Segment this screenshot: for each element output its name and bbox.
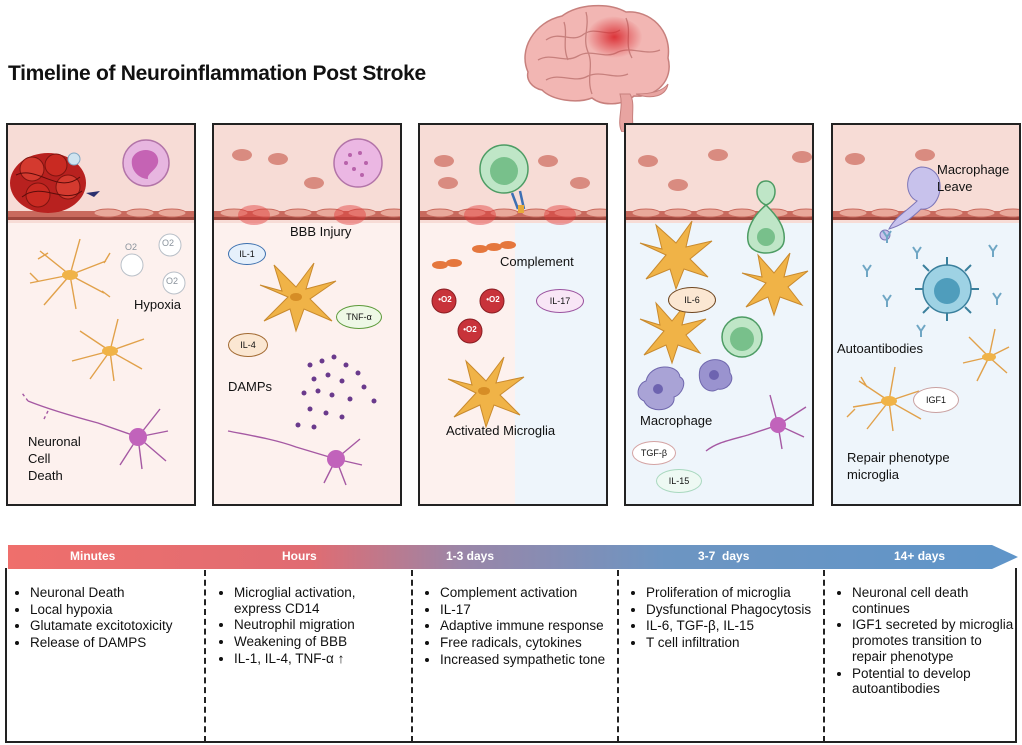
radical-label: •O2 [463,325,477,334]
neuron-icon [227,430,363,486]
summary-column-minutes: Neuronal Death Local hypoxia Glutamate e… [12,585,198,652]
panel-14-plus-days: Macrophage Leave Autoantibodies IGF1 Rep… [831,123,1021,506]
b-cell-icon [915,257,979,321]
summary-item: IL-1, IL-4, TNF-α ↑ [234,651,404,667]
summary-box [5,568,1017,743]
il6-badge: IL-6 [668,287,716,313]
igf1-badge: IGF1 [913,387,959,413]
summary-column-14-plus-days: Neuronal cell death continues IGF1 secre… [834,585,1014,698]
summary-item: Increased sympathetic tone [440,652,612,668]
panel-3-7-days: IL-6 TGF-β IL-15 Macrophage [624,123,814,506]
o2-label: O2 [125,242,138,252]
summary-item: Weakening of BBB [234,634,404,650]
bbb-injury-label: BBB Injury [290,224,352,239]
dying-neuron-icon [21,392,169,470]
neuron-icon [705,394,807,452]
summary-item: Potential to develop autoantibodies [852,666,1014,697]
cell-label: Cell [28,451,51,466]
free-radical-icon [431,288,505,344]
summary-item: IL-17 [440,602,612,618]
summary-column-hours: Microglial activation, express CD14 Neut… [216,585,404,668]
summary-item: T cell infiltration [646,635,818,651]
resting-microglia-icon [29,238,145,382]
neutrophil-icon [122,139,170,187]
column-divider [823,570,825,742]
il15-badge: IL-15 [656,469,702,493]
activated-microglia-icon [447,356,525,429]
summary-item: Neuronal Death [30,585,198,601]
neuronal-label: Neuronal [28,434,81,449]
damps-label: DAMPs [228,379,273,394]
summary-item: IL-6, TGF-β, IL-15 [646,618,818,634]
timeline-minutes: Minutes [70,549,116,563]
t-cell-infiltrating-icon [746,180,785,254]
activated-microglia-label: Activated Microglia [446,423,556,438]
complement-icon [432,241,516,269]
column-divider [204,570,206,742]
neutrophil-icon [333,138,383,188]
autoantibodies-label: Autoantibodies [837,341,924,356]
o2-label: O2 [166,276,179,286]
summary-item: Release of DAMPS [30,635,198,651]
tnf-badge: TNF-α [336,305,382,329]
summary-item: Neuronal cell death continues [852,585,1014,616]
macrophage-label: Macrophage [640,413,713,428]
summary-column-3-7-days: Proliferation of microglia Dysfunctional… [628,585,818,652]
summary-item: Free radicals, cytokines [440,635,612,651]
summary-item: Complement activation [440,585,612,601]
summary-item: Proliferation of microglia [646,585,818,601]
summary-item: IGF1 secreted by microglia promotes tran… [852,617,1014,664]
il17-badge: IL-17 [536,289,584,313]
figure-title: Timeline of Neuroinflammation Post Strok… [8,62,426,85]
summary-item: Microglial activation, express CD14 [234,585,404,616]
summary-column-1-3-days: Complement activation IL-17 Adaptive imm… [422,585,612,669]
panel-hours: IL-1 TNF-α IL-4 BBB Injury DAMPs [212,123,402,506]
timeline-1-3-days: 1-3 days [446,549,495,563]
timeline-arrow [8,545,1018,569]
o2-label: O2 [162,238,175,248]
macrophage-leave-label-1: Macrophage [937,162,1010,177]
summary-item: Glutamate excitotoxicity [30,618,198,634]
radical-label: •O2 [486,295,500,304]
timeline-3-7-days: 3-7 days [698,549,750,563]
t-cell-icon [479,144,529,194]
timeline-hours: Hours [282,549,317,563]
tgf-badge: TGF-β [632,441,676,465]
macrophage-icon [637,359,733,411]
activated-microglia-icon [639,220,809,365]
death-label: Death [28,468,63,483]
panel-minutes: O2 O2 O2 Hypoxia Neuronal Cell Death [6,123,196,506]
repair-phenotype-label: Repair phenotype [847,450,950,465]
summary-item: Neutrophil migration [234,617,404,633]
repair-microglia-icon [846,328,1010,432]
t-cell-icon [721,316,763,358]
summary-item: Adaptive immune response [440,618,612,634]
column-divider [617,570,619,742]
il4-badge: IL-4 [228,333,268,357]
activated-microglia-icon [259,262,337,333]
column-divider [411,570,413,742]
brain-icon [524,4,670,132]
il1-badge: IL-1 [228,243,266,265]
autoantibody-icon [862,230,1002,337]
microglia-label: microglia [847,467,900,482]
radical-label: •O2 [438,295,452,304]
macrophage-leave-label-2: Leave [937,179,973,194]
hypoxia-label: Hypoxia [134,297,181,312]
complement-label: Complement [500,254,574,269]
panel-1-3-days: •O2 •O2 •O2 IL-17 Complement Activated M… [418,123,608,506]
timeline-14-plus-days: 14+ days [894,549,946,563]
damps-icon [295,354,377,430]
summary-item: Local hypoxia [30,602,198,618]
summary-item: Dysfunctional Phagocytosis [646,602,818,618]
blood-clot-icon [10,152,100,213]
